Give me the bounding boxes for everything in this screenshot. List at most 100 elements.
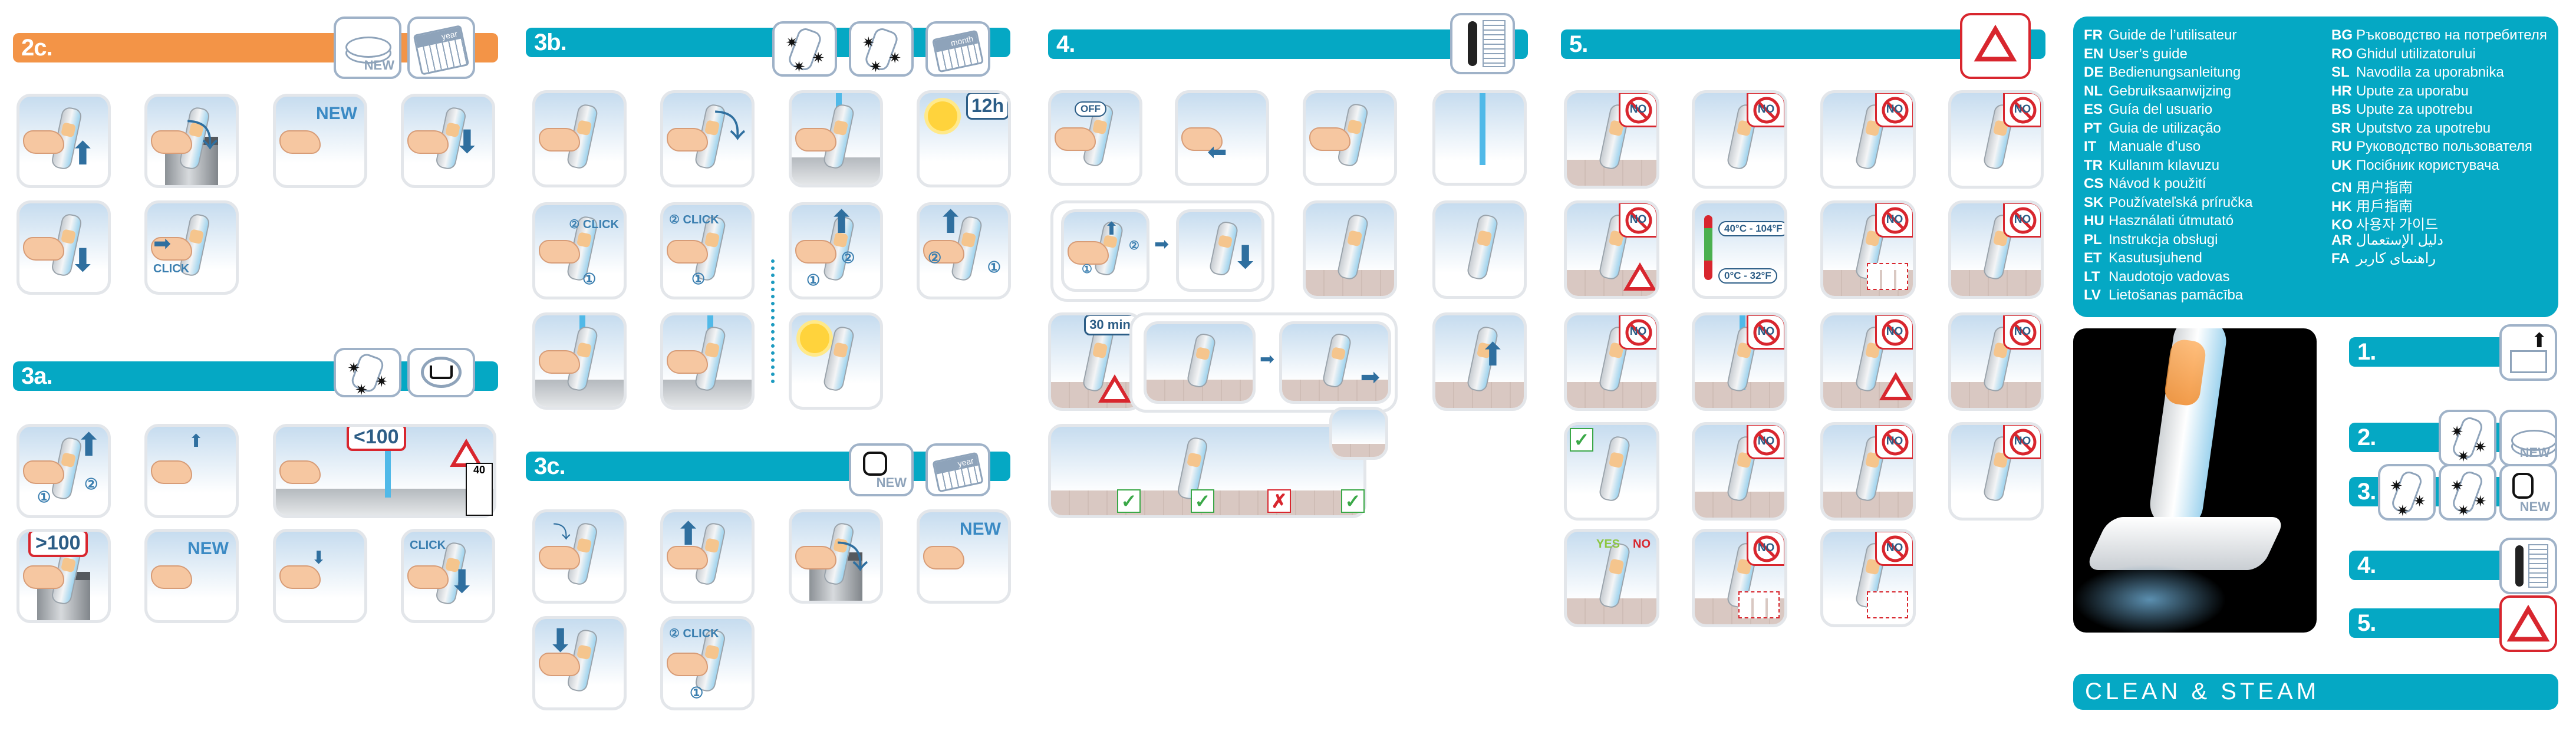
language-code: UK — [2331, 157, 2352, 173]
new-label: NEW — [364, 58, 394, 73]
header-icon-head-clean: ✷✷✷ — [2439, 464, 2496, 521]
tile-label: CLICK — [153, 262, 190, 275]
prohibited-icon — [1753, 97, 1780, 124]
stored-appliance-icon — [2515, 545, 2524, 587]
step-tile: ➡ — [1279, 321, 1391, 404]
no-badge: NO — [1747, 532, 1784, 566]
step-tile: ⬇ — [1176, 209, 1264, 292]
arrow-up-icon: ⬆ — [69, 136, 96, 172]
arrow-down-icon: ⬇ — [453, 124, 480, 160]
water-stream — [1480, 93, 1485, 165]
header-icon-calendar-month: month — [925, 21, 990, 77]
arrow-up-icon: ⬆ — [828, 205, 855, 240]
tile-label: ① — [691, 270, 706, 288]
no-label: NO — [1886, 325, 1903, 338]
calendar-period: year — [415, 27, 462, 48]
language-code: EN — [2084, 45, 2104, 62]
arrow-curve-icon: ⤵ — [714, 109, 746, 144]
new-label: NEW — [2519, 499, 2550, 514]
hand — [407, 130, 449, 154]
no-badge: NO — [2003, 425, 2041, 459]
box-icon — [2509, 350, 2547, 374]
language-item: EN User’s guide — [2084, 46, 2188, 62]
tile-label: ② — [841, 249, 855, 266]
hand — [795, 546, 836, 569]
header-icon-calendar-year: year — [925, 443, 990, 496]
language-code: BG — [2331, 27, 2353, 43]
calendar-icon: year — [413, 25, 470, 75]
sparkle-icon: ✷ — [2396, 501, 2409, 519]
arrow-down-icon: ⬇ — [449, 564, 476, 600]
language-code: TR — [2084, 157, 2103, 173]
language-title: User’s guide — [2109, 45, 2188, 62]
safety-tile: NO — [1564, 312, 1659, 411]
step-tile: OFF — [1048, 90, 1142, 186]
hand — [667, 653, 708, 676]
hot-surface-warning-icon — [1098, 374, 1131, 403]
hand — [667, 546, 708, 569]
language-title: Navodila za uporabnika — [2356, 64, 2504, 80]
no-label: NO — [1757, 103, 1775, 116]
hand — [407, 565, 449, 589]
arrow-up-icon: ⬆ — [1104, 219, 1119, 239]
step-tile — [532, 90, 627, 187]
hand — [667, 239, 708, 264]
sparkle-icon: ✷ — [2413, 492, 2426, 510]
hand — [23, 130, 64, 154]
tile-label: YES — [1596, 538, 1620, 551]
language-code: RU — [2331, 139, 2352, 154]
hand — [539, 546, 580, 569]
arrow-down-icon: ⬇ — [1232, 240, 1259, 275]
language-title: Gebruiksaanwijzing — [2109, 83, 2232, 99]
sparkle-icon: ✷ — [2390, 476, 2403, 495]
step-tile — [789, 90, 883, 187]
hand — [279, 130, 321, 154]
language-title: Lietošanas pamācība — [2109, 287, 2244, 303]
separator-dotted-line — [771, 259, 775, 383]
header-icon-storage — [2499, 538, 2557, 594]
hand — [151, 237, 192, 261]
header-icon-disc-new: NEW — [2499, 410, 2557, 466]
appliance — [1597, 434, 1631, 503]
language-code: BS — [2331, 101, 2351, 117]
no-label: NO — [1886, 435, 1903, 447]
hand — [151, 460, 192, 484]
tile-label: 0°C - 32°F — [1718, 268, 1777, 284]
tile-label: ① — [37, 488, 51, 506]
cupboard-door-icon — [2528, 544, 2549, 588]
language-title: دليل الإستعمال — [2356, 232, 2443, 248]
language-title: 用戶指南 — [2356, 198, 2413, 215]
language-title: راهنمای کاربر — [2356, 251, 2436, 266]
sun-icon — [928, 101, 957, 131]
prohibited-icon — [1882, 207, 1909, 234]
arrow-down-icon: ⬇ — [69, 243, 96, 278]
hand — [923, 239, 964, 264]
language-title: Kullanım kılavuzu — [2109, 157, 2220, 173]
tile-label: ② CLICK — [669, 627, 719, 640]
no-badge: NO — [1747, 93, 1784, 127]
arrow-up-icon: ⬆ — [75, 427, 103, 463]
header-icon-part-new: NEW — [2499, 464, 2557, 521]
tile-label: 40°C - 104°F — [1718, 221, 1784, 236]
safety-tile: NO — [1820, 422, 1916, 521]
step-tile: NEW — [917, 509, 1011, 604]
language-title: Manuale d’uso — [2109, 139, 2201, 154]
prohibited-icon — [1625, 97, 1652, 124]
no-label: NO — [1629, 325, 1647, 338]
step-tile: ⬆ — [144, 424, 239, 518]
no-badge: NO — [1747, 315, 1784, 350]
step-tile — [660, 312, 755, 410]
header-icon-calendar-year: year — [407, 17, 475, 79]
sparkle-icon: ✷ — [888, 49, 902, 67]
arrow-right-icon: ➡ — [1360, 364, 1380, 390]
